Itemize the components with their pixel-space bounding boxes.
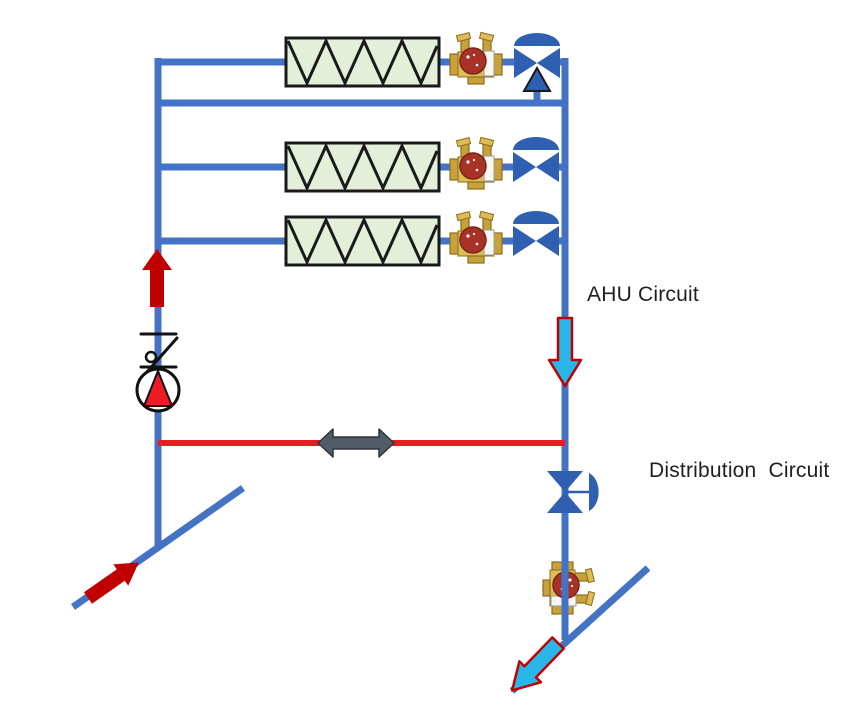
- balancing-valve-1: [449, 31, 503, 85]
- distribution-valve-dome: [589, 473, 599, 511]
- flow-up-arrow: [142, 249, 172, 307]
- ahu-coil-1: [284, 36, 441, 88]
- two-way-valve-3: [513, 211, 559, 256]
- check-valve-symbol: [139, 332, 179, 375]
- return-outlet-arrow: [510, 636, 566, 692]
- pump-symbol: [135, 367, 181, 413]
- ahu-flow-down-arrow: [547, 316, 583, 388]
- balancing-valve-3: [449, 210, 503, 264]
- distribution-circuit-label: Distribution Circuit: [649, 459, 830, 482]
- distribution-valve-bottom-triangle: [547, 492, 583, 513]
- distribution-valve: [547, 471, 599, 513]
- ahu-coil-2: [284, 141, 441, 193]
- balancing-valve-2: [449, 136, 503, 190]
- ahu-coil-3: [284, 215, 441, 267]
- check-valve-ball: [144, 350, 158, 364]
- distribution-valve-top-triangle: [547, 471, 583, 492]
- two-way-valve-2: [513, 137, 559, 182]
- three-way-valve: [514, 33, 560, 92]
- ahu-circuit-label: AHU Circuit: [587, 283, 699, 306]
- gray-double-arrow: [317, 428, 395, 458]
- balancing-valve-distribution: [542, 561, 596, 615]
- three-way-valve-bottom-triangle: [522, 65, 552, 92]
- supply-inlet-arrow: [83, 562, 139, 604]
